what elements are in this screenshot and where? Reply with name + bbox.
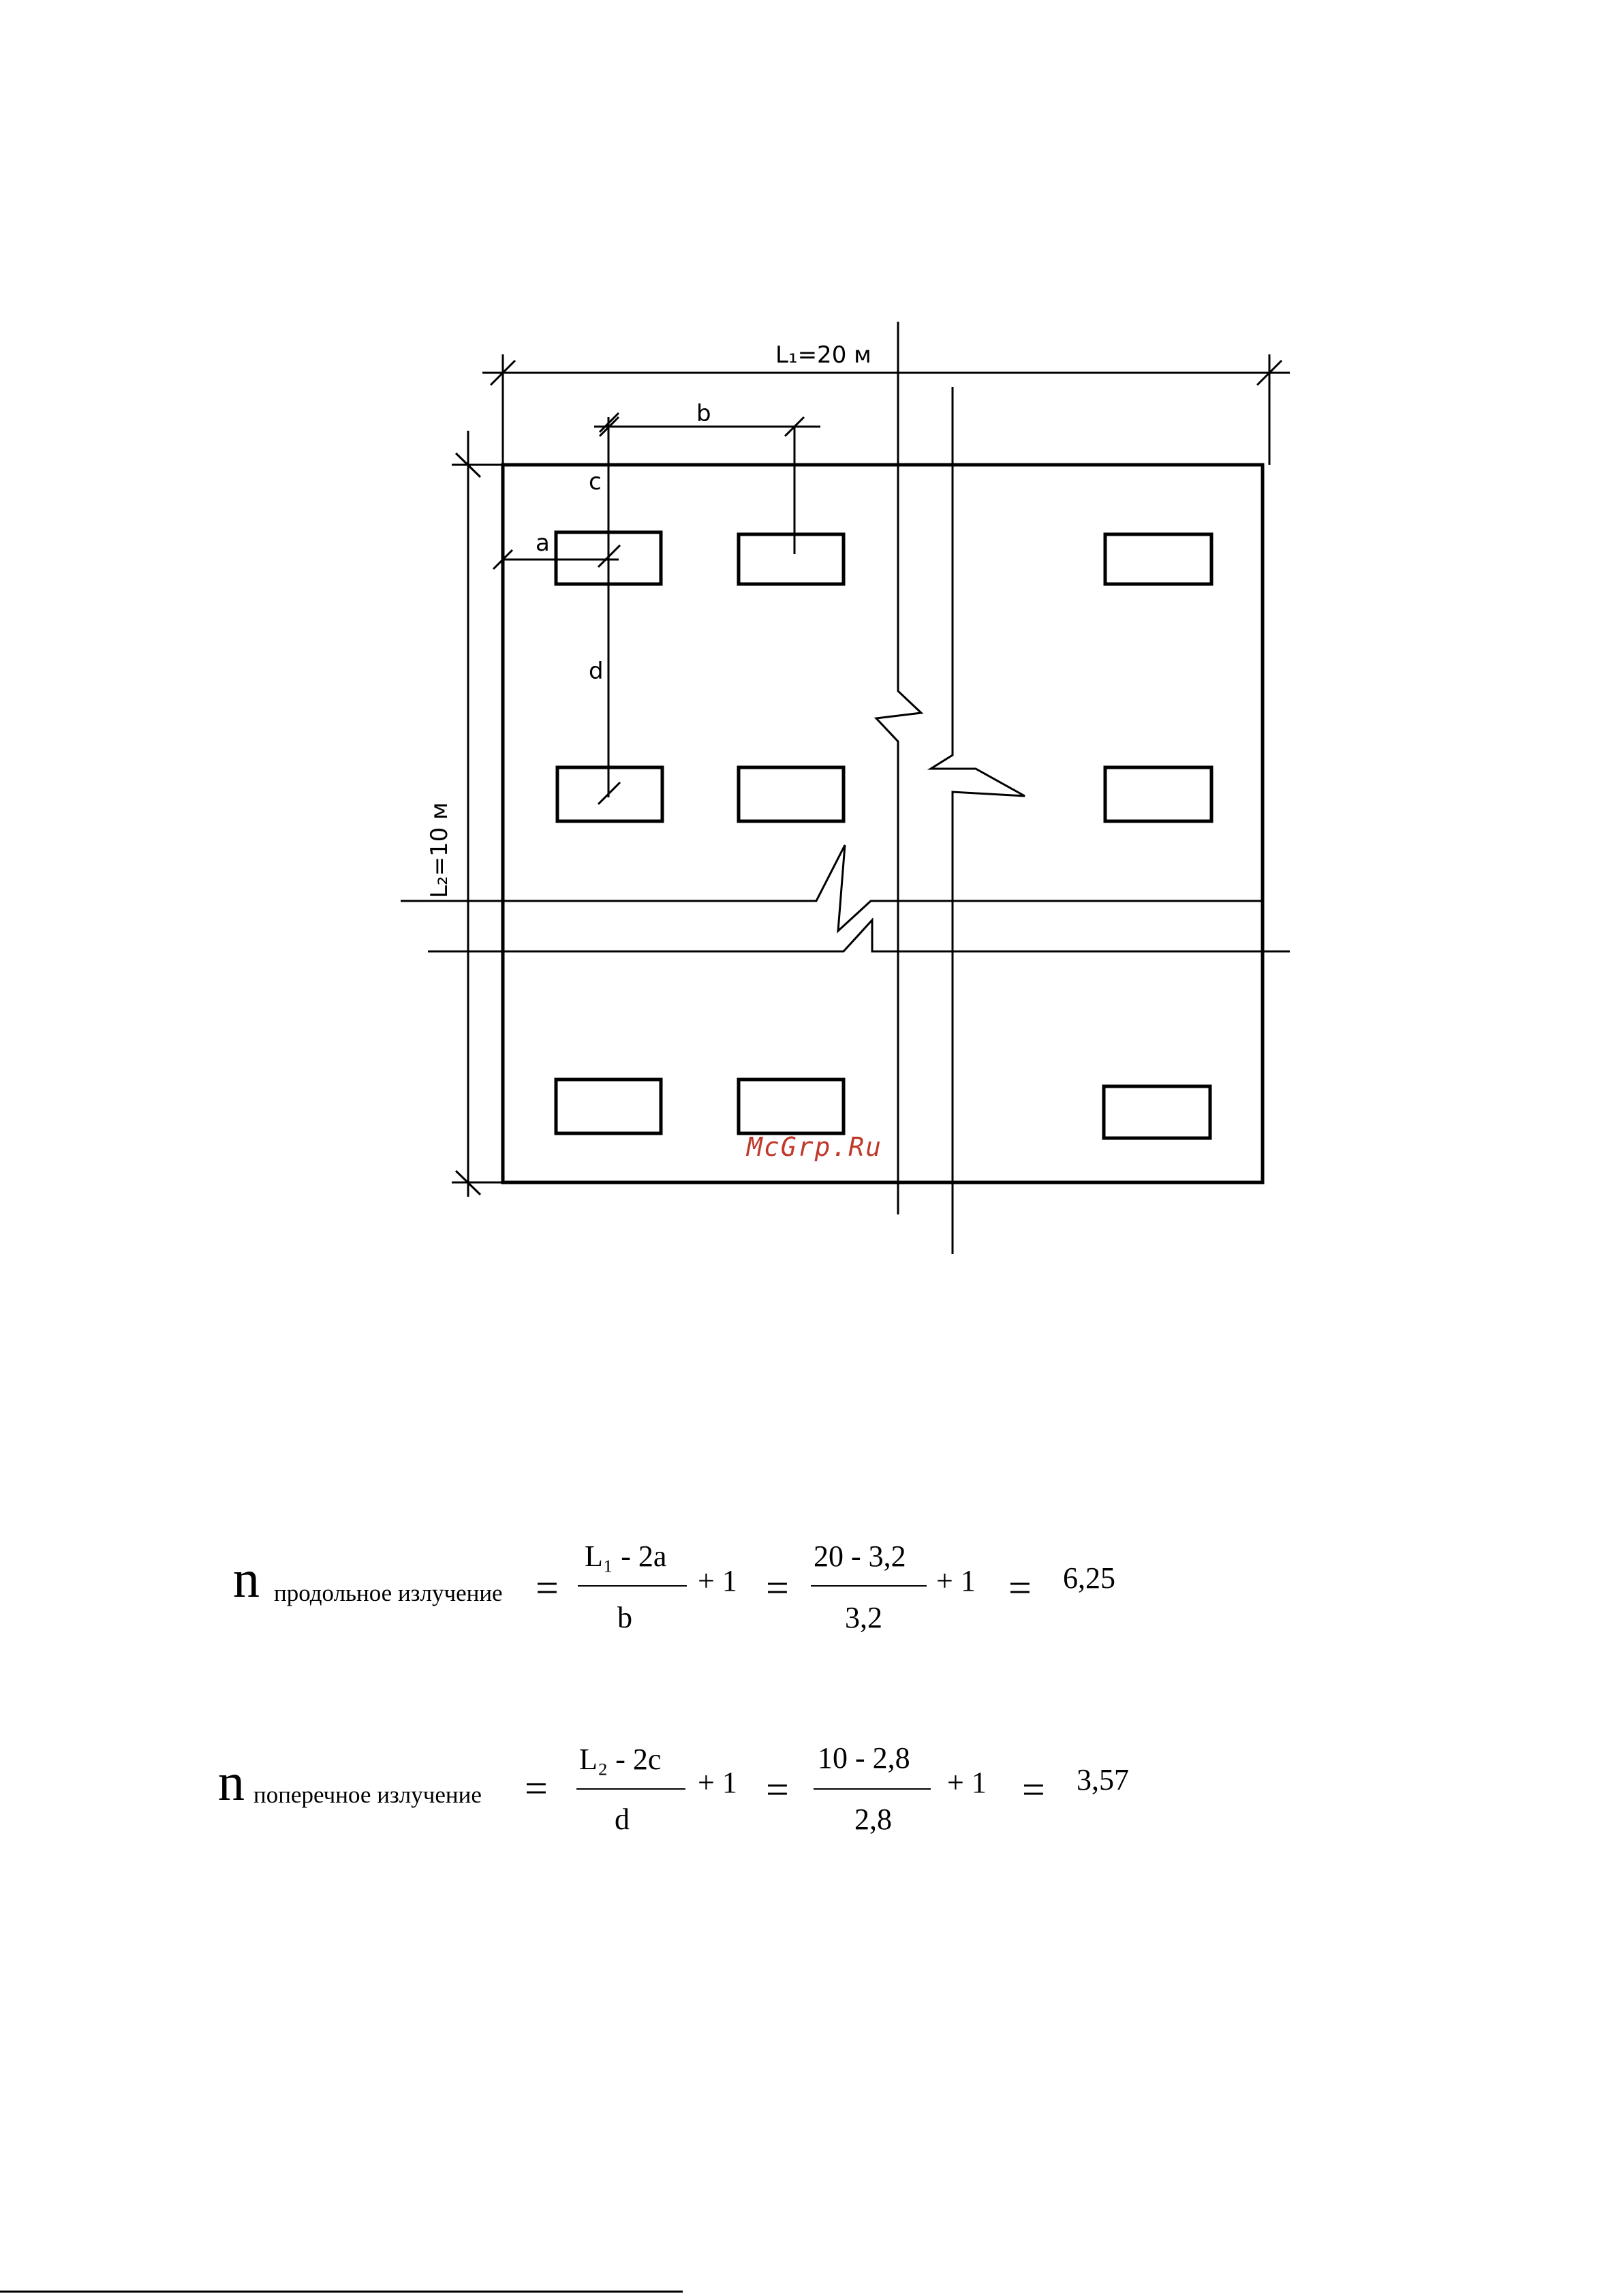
formula-result: 3,57 (1077, 1765, 1129, 1795)
fraction-denominator: b (617, 1603, 632, 1633)
equals-sign: = (766, 1769, 789, 1810)
fraction-bar (814, 1788, 931, 1790)
plus-term: + 1 (698, 1768, 737, 1798)
luminaire (739, 767, 844, 821)
equals-sign: = (1022, 1769, 1045, 1810)
formula-symbol-n: n (218, 1756, 245, 1809)
luminaire (557, 767, 662, 821)
break-line-vertical (876, 322, 921, 1214)
dim-label-l2: L₂=10 м (426, 802, 453, 898)
footer-rule (0, 2291, 683, 2293)
formula-result: 6,25 (1063, 1563, 1115, 1593)
break-line-vertical (931, 387, 1025, 1254)
luminaire (739, 534, 844, 584)
plus-term: + 1 (698, 1566, 737, 1596)
fraction-bar (578, 1585, 687, 1587)
fraction-bar (811, 1585, 927, 1587)
fraction-denominator: 3,2 (845, 1603, 882, 1633)
plan-outline (503, 465, 1263, 1182)
luminaire (1105, 767, 1211, 821)
equals-sign: = (525, 1768, 548, 1809)
dim-label-l1: L₁=20 м (775, 341, 871, 369)
formula-subscript: продольное излучение (274, 1581, 503, 1605)
break-line-horizontal (401, 845, 1263, 931)
plus-term: + 1 (947, 1768, 987, 1798)
equals-sign: = (536, 1567, 559, 1608)
equals-sign: = (766, 1567, 789, 1608)
luminaire (1105, 534, 1211, 584)
fraction-numerator: 10 - 2,8 (818, 1743, 910, 1773)
fraction-numerator: L₂ - 2c (579, 1745, 661, 1775)
plus-term: + 1 (936, 1566, 976, 1596)
fraction-numerator: 20 - 3,2 (814, 1542, 906, 1572)
dim-label-a: a (536, 530, 550, 557)
equals-sign: = (1008, 1567, 1032, 1608)
luminaire (739, 1080, 844, 1133)
watermark: McGrp.Ru (745, 1132, 882, 1162)
dim-label-b: b (696, 400, 711, 427)
fraction-numerator: L₁ - 2a (585, 1542, 666, 1572)
fraction-bar (576, 1788, 685, 1790)
fraction-denominator: 2,8 (854, 1805, 892, 1835)
luminaire (1104, 1086, 1210, 1138)
luminaire (556, 1080, 661, 1133)
formula-symbol-n: n (233, 1552, 260, 1606)
dim-label-d: d (589, 658, 604, 685)
dim-label-c: c (589, 468, 602, 495)
break-line-horizontal (428, 920, 1290, 951)
formula-subscript: поперечное излучение (253, 1783, 482, 1807)
fraction-denominator: d (615, 1805, 630, 1835)
